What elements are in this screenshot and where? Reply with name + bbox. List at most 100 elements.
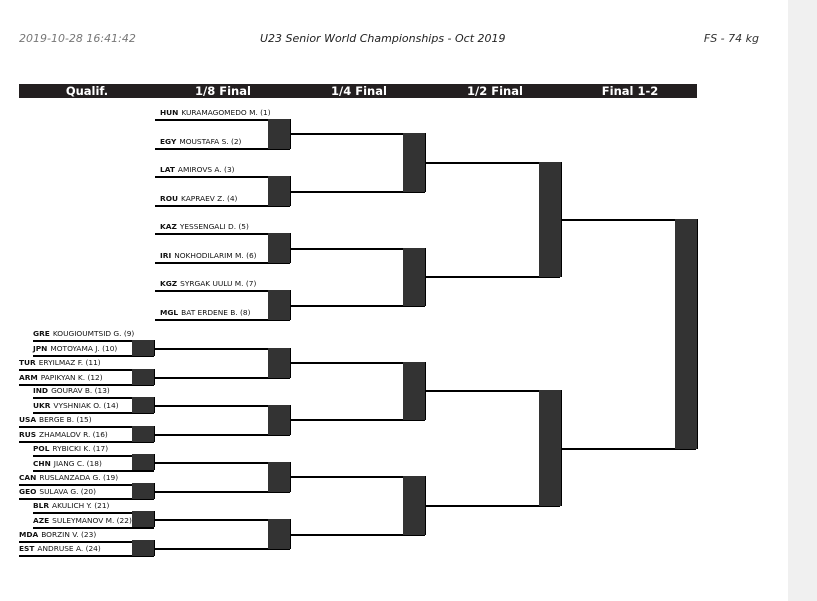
country-code: ARM: [19, 373, 38, 382]
bracket-line: [155, 434, 290, 436]
bracket-line: [155, 290, 290, 292]
match-box: [132, 340, 155, 356]
country-code: KGZ: [160, 279, 178, 288]
wrestler-name: KOUGIOUMTSID G. (9): [52, 329, 135, 338]
bracket-line: [19, 441, 154, 443]
country-code: IND: [33, 386, 49, 395]
country-code: MDA: [19, 530, 39, 539]
country-code: HUN: [160, 108, 179, 117]
round-final: Final 1-2: [601, 84, 659, 98]
bracket-line: [290, 362, 425, 364]
wrestler-name: JIANG C. (18): [53, 459, 102, 468]
bracket-line: [33, 527, 154, 529]
wrestler-name: GOURAV B. (13): [51, 386, 110, 395]
bracket-line: [19, 541, 154, 543]
bracket-line: [33, 470, 154, 472]
match-box: [132, 397, 155, 413]
match-box: [403, 476, 426, 535]
side-panel: [788, 0, 817, 601]
country-code: POL: [33, 444, 50, 453]
country-code: BLR: [33, 501, 50, 510]
match-box: [132, 454, 155, 470]
event-title: U23 Senior World Championships - Oct 201…: [260, 32, 506, 45]
bracket-line: [290, 534, 425, 536]
match-box: [403, 362, 426, 420]
wrestler-name: VYSHNIAK O. (14): [53, 401, 119, 410]
country-code: ROU: [160, 194, 178, 203]
country-code: UKR: [33, 401, 51, 410]
match-box: [675, 219, 698, 449]
bracket-line: [155, 462, 290, 464]
bracket-line: [290, 191, 425, 193]
match-box: [539, 390, 562, 506]
match-box: [268, 176, 291, 206]
bracket-line: [33, 355, 154, 357]
country-code: CAN: [19, 473, 37, 482]
wrestler-name: SULAVA G. (20): [39, 487, 96, 496]
wrestler-name: ANDRUSE A. (24): [37, 544, 101, 553]
country-code: GRE: [33, 329, 50, 338]
match-box: [268, 462, 291, 492]
wrestler-name: BAT ERDENE B. (8): [181, 308, 251, 317]
bracket-line: [155, 491, 290, 493]
match-box: [539, 162, 562, 277]
country-code: MGL: [160, 308, 179, 317]
round-header-bar: Qualif. 1/8 Final 1/4 Final 1/2 Final Fi…: [19, 84, 697, 98]
bracket-line: [33, 512, 154, 514]
bracket-line: [155, 319, 290, 321]
bracket-line: [19, 426, 154, 428]
bracket-line: [290, 305, 425, 307]
bracket-line: [425, 276, 560, 278]
bracket-line: [561, 219, 696, 221]
country-code: EST: [19, 544, 35, 553]
country-code: TUR: [19, 358, 36, 367]
country-code: EGY: [160, 137, 177, 146]
bracket-line: [33, 397, 154, 399]
wrestler-name: RUSLANZADA G. (19): [39, 473, 119, 482]
wrestler-name: KURAMAGOMEDO M. (1): [181, 108, 271, 117]
bracket-line: [425, 390, 560, 392]
wrestler-name: BORZIN V. (23): [41, 530, 97, 539]
wrestler-name: SULEYMANOV M. (22): [52, 516, 132, 525]
wrestler-name: MOUSTAFA S. (2): [179, 137, 242, 146]
bracket-line: [33, 412, 154, 414]
match-box: [403, 248, 426, 306]
wrestler-name: RYBICKI K. (17): [52, 444, 109, 453]
match-box: [132, 511, 155, 527]
bracket-line: [19, 484, 154, 486]
country-code: RUS: [19, 430, 37, 439]
match-box: [132, 426, 155, 442]
wrestler-name: NOKHODILARIM M. (6): [174, 251, 257, 260]
round-semi: 1/2 Final: [467, 84, 523, 98]
bracket-line: [155, 176, 290, 178]
bracket-line: [19, 555, 154, 557]
match-box: [132, 483, 155, 499]
bracket-line: [290, 133, 425, 135]
round-eighth: 1/8 Final: [195, 84, 251, 98]
bracket-line: [155, 262, 290, 264]
wrestler-name: KAPRAEV Z. (4): [180, 194, 238, 203]
bracket-line: [561, 448, 696, 450]
match-box: [268, 519, 291, 549]
round-qualif: Qualif.: [65, 84, 109, 98]
round-quarter: 1/4 Final: [331, 84, 387, 98]
bracket-line: [155, 377, 290, 379]
bracket-line: [19, 369, 154, 371]
